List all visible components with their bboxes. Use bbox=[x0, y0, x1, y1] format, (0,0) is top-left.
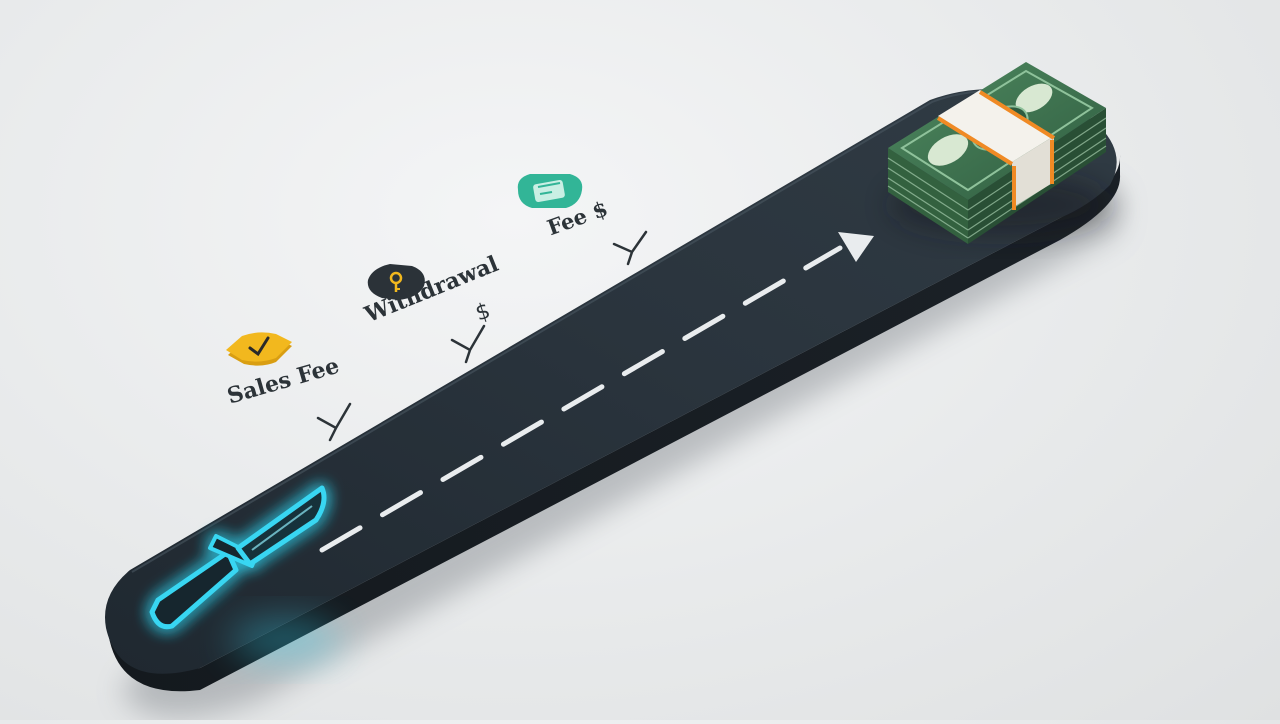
sales-fee-marker bbox=[316, 402, 352, 442]
withdrawal-marker bbox=[450, 324, 486, 364]
cash-stack-icon bbox=[887, 62, 1110, 244]
knife-reflection bbox=[230, 618, 340, 662]
fee-markers bbox=[316, 230, 648, 442]
money-band bbox=[936, 90, 1056, 210]
knife-icon bbox=[149, 485, 327, 630]
checkmark-icon bbox=[248, 336, 270, 357]
key-icon bbox=[389, 271, 403, 292]
fee-marker bbox=[612, 230, 648, 266]
withdrawal-badge bbox=[367, 264, 425, 300]
fee-badge bbox=[517, 174, 583, 208]
progress-arrow bbox=[319, 232, 874, 553]
arrow-head-icon bbox=[838, 232, 874, 262]
card-icon bbox=[533, 180, 565, 202]
sales-fee-badge bbox=[226, 332, 292, 366]
progress-arrow-line bbox=[319, 245, 843, 553]
